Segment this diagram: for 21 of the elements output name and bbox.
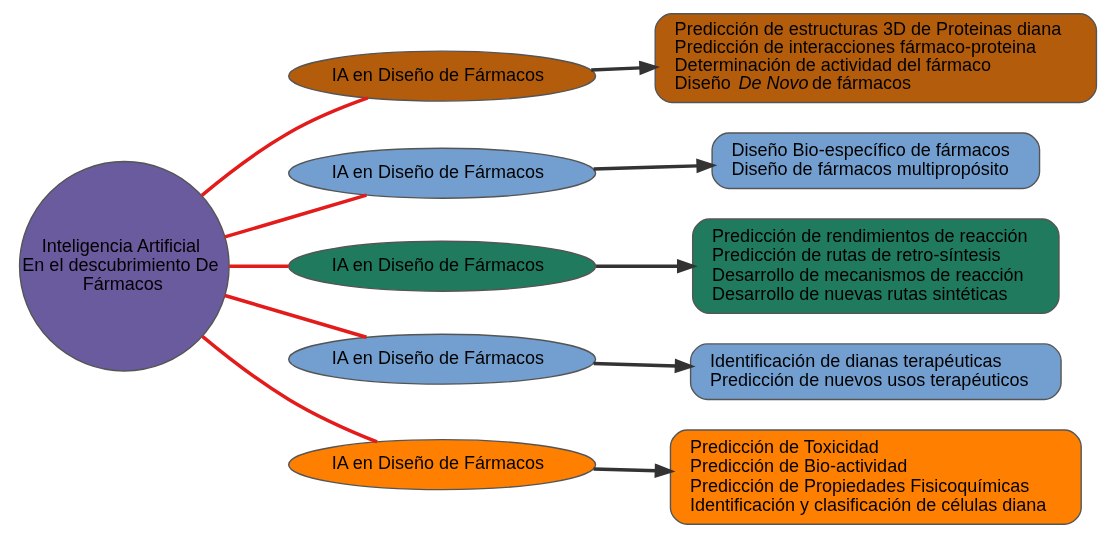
node-box: Diseño Bio-específico de fármacos Diseño de fármacos multipropósito — [711, 132, 1041, 190]
arrow — [593, 463, 676, 479]
node-box: Identificación de dianas terapéuticas Predicción de nuevos usos terapéuticos — [689, 343, 1062, 401]
node-ellipse: IA en Diseño de Fármacos — [287, 50, 597, 102]
connector — [229, 264, 289, 268]
arrow — [596, 258, 698, 274]
connector — [224, 193, 367, 239]
connector — [200, 96, 369, 197]
node-ellipse: IA en Diseño de Fármacos — [287, 333, 597, 385]
node-box: Predicción de rendimientos de reacción Predicción de rutas de retro-síntesis Desarrollo de mecanismos de reacción Desarrollo de nuevas rutas sintéticas — [691, 218, 1060, 315]
node-ellipse: IA en Diseño de Fármacos — [287, 240, 597, 292]
arrow — [593, 358, 696, 374]
node-circle: Inteligencia Artificial En el descubrimiento De Fármacos — [18, 160, 230, 372]
arrow — [593, 158, 718, 174]
connector — [224, 293, 367, 339]
node-ellipse: IA en Diseño de Fármacos — [287, 438, 597, 491]
connector — [201, 334, 378, 444]
node-box: Predicción de Toxicidad Predicción de Bio-actividad Predicción de Propiedades Fisicoquímicas Identificación y clasificación de células diana — [669, 429, 1082, 525]
arrow — [591, 60, 661, 76]
node-ellipse: IA en Diseño de Fármacos — [287, 147, 597, 199]
node-box: Predicción de estructuras 3D de Proteinas diana Predicción de interacciones fármaco-proteina Determinación de actividad del fármaco Diseño De Novo de fármacos — [654, 13, 1098, 104]
